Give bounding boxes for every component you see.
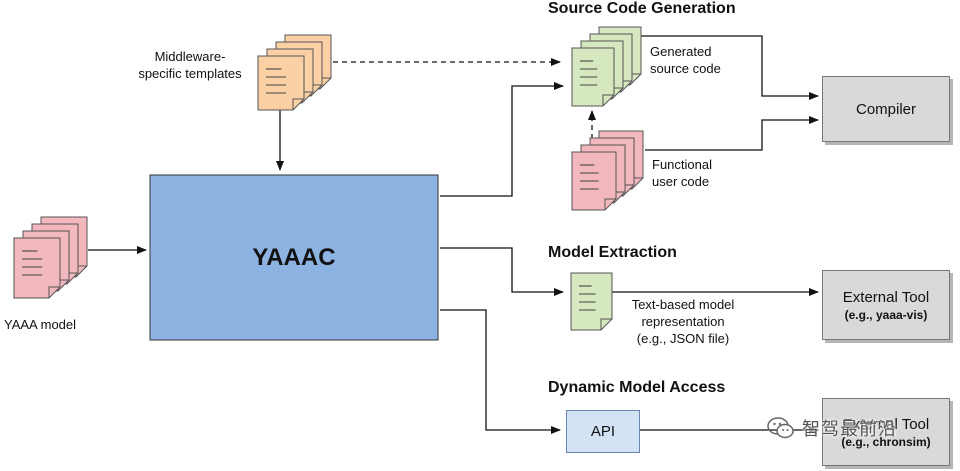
section-dynamic-model-access: Dynamic Model Access [548,379,726,396]
compiler-label: Compiler [855,100,916,118]
text-model-line-1: Text-based model [631,297,735,312]
external-tool-2-label: External Tool [842,415,930,433]
external-tool-1-example: (e.g., yaaa-vis) [844,307,928,322]
arrow-yaaac-to-api [440,309,561,434]
external-tool-2-example: (e.g., chronsim) [841,434,931,449]
document-fold [48,286,60,298]
text-model-document-icon [570,272,613,331]
arrow-generated-to-compiler [640,35,819,100]
arrow-yaaac-to-generated [440,82,564,197]
wechat-icon [767,417,794,439]
section-model-extraction: Model Extraction [548,244,677,261]
external-tool-box-2: External Tool (e.g., chronsim) [822,398,950,466]
external-tool-box-1: External Tool (e.g., yaaa-vis) [822,270,950,340]
functional-code-document-stack-icon [571,130,644,211]
text-model-line-3: (e.g., JSON file) [636,331,730,346]
api-label: API [590,423,616,440]
yaaac-label: YAAAC [252,243,336,271]
document-fold [602,94,614,106]
compiler-box: Compiler [822,76,950,142]
templates-document-stack-icon [257,34,332,111]
document-sheet [257,55,305,111]
external-tool-1-label: External Tool [842,288,930,306]
document-fold [600,318,612,330]
generated-source-line-2: source code [650,61,721,76]
functional-code-line-1: Functional [652,157,712,172]
text-model-line-2: representation [641,314,725,329]
functional-code-label: Functional user code [652,156,712,190]
generated-source-line-1: Generated [650,44,712,59]
text-model-label: Text-based model representation (e.g., J… [618,296,748,347]
yaaac-title-area: YAAAC [150,175,438,340]
yaaa-model-document-stack-icon [13,216,88,299]
watermark-text: 智驾最前沿 [802,419,897,440]
functional-code-line-2: user code [652,174,710,189]
document-fold [604,198,616,210]
middleware-templates-line-2: specific templates [138,66,242,81]
api-box: API [566,410,640,453]
arrow-functional-to-compiler [645,116,819,151]
middleware-templates-line-1: Middleware- [154,49,226,64]
section-source-code-generation: Source Code Generation [548,0,736,17]
generated-source-document-stack-icon [571,26,642,107]
yaaa-model-label: YAAA model [4,317,77,332]
document-fold [292,98,304,110]
watermark: 智驾最前沿 [766,415,897,441]
middleware-templates-label: Middleware- specific templates [125,48,255,82]
generated-source-label: Generated source code [650,43,721,77]
yaaac-block [149,174,439,341]
document-sheet [13,237,61,299]
arrow-yaaac-to-text-model [440,247,564,296]
